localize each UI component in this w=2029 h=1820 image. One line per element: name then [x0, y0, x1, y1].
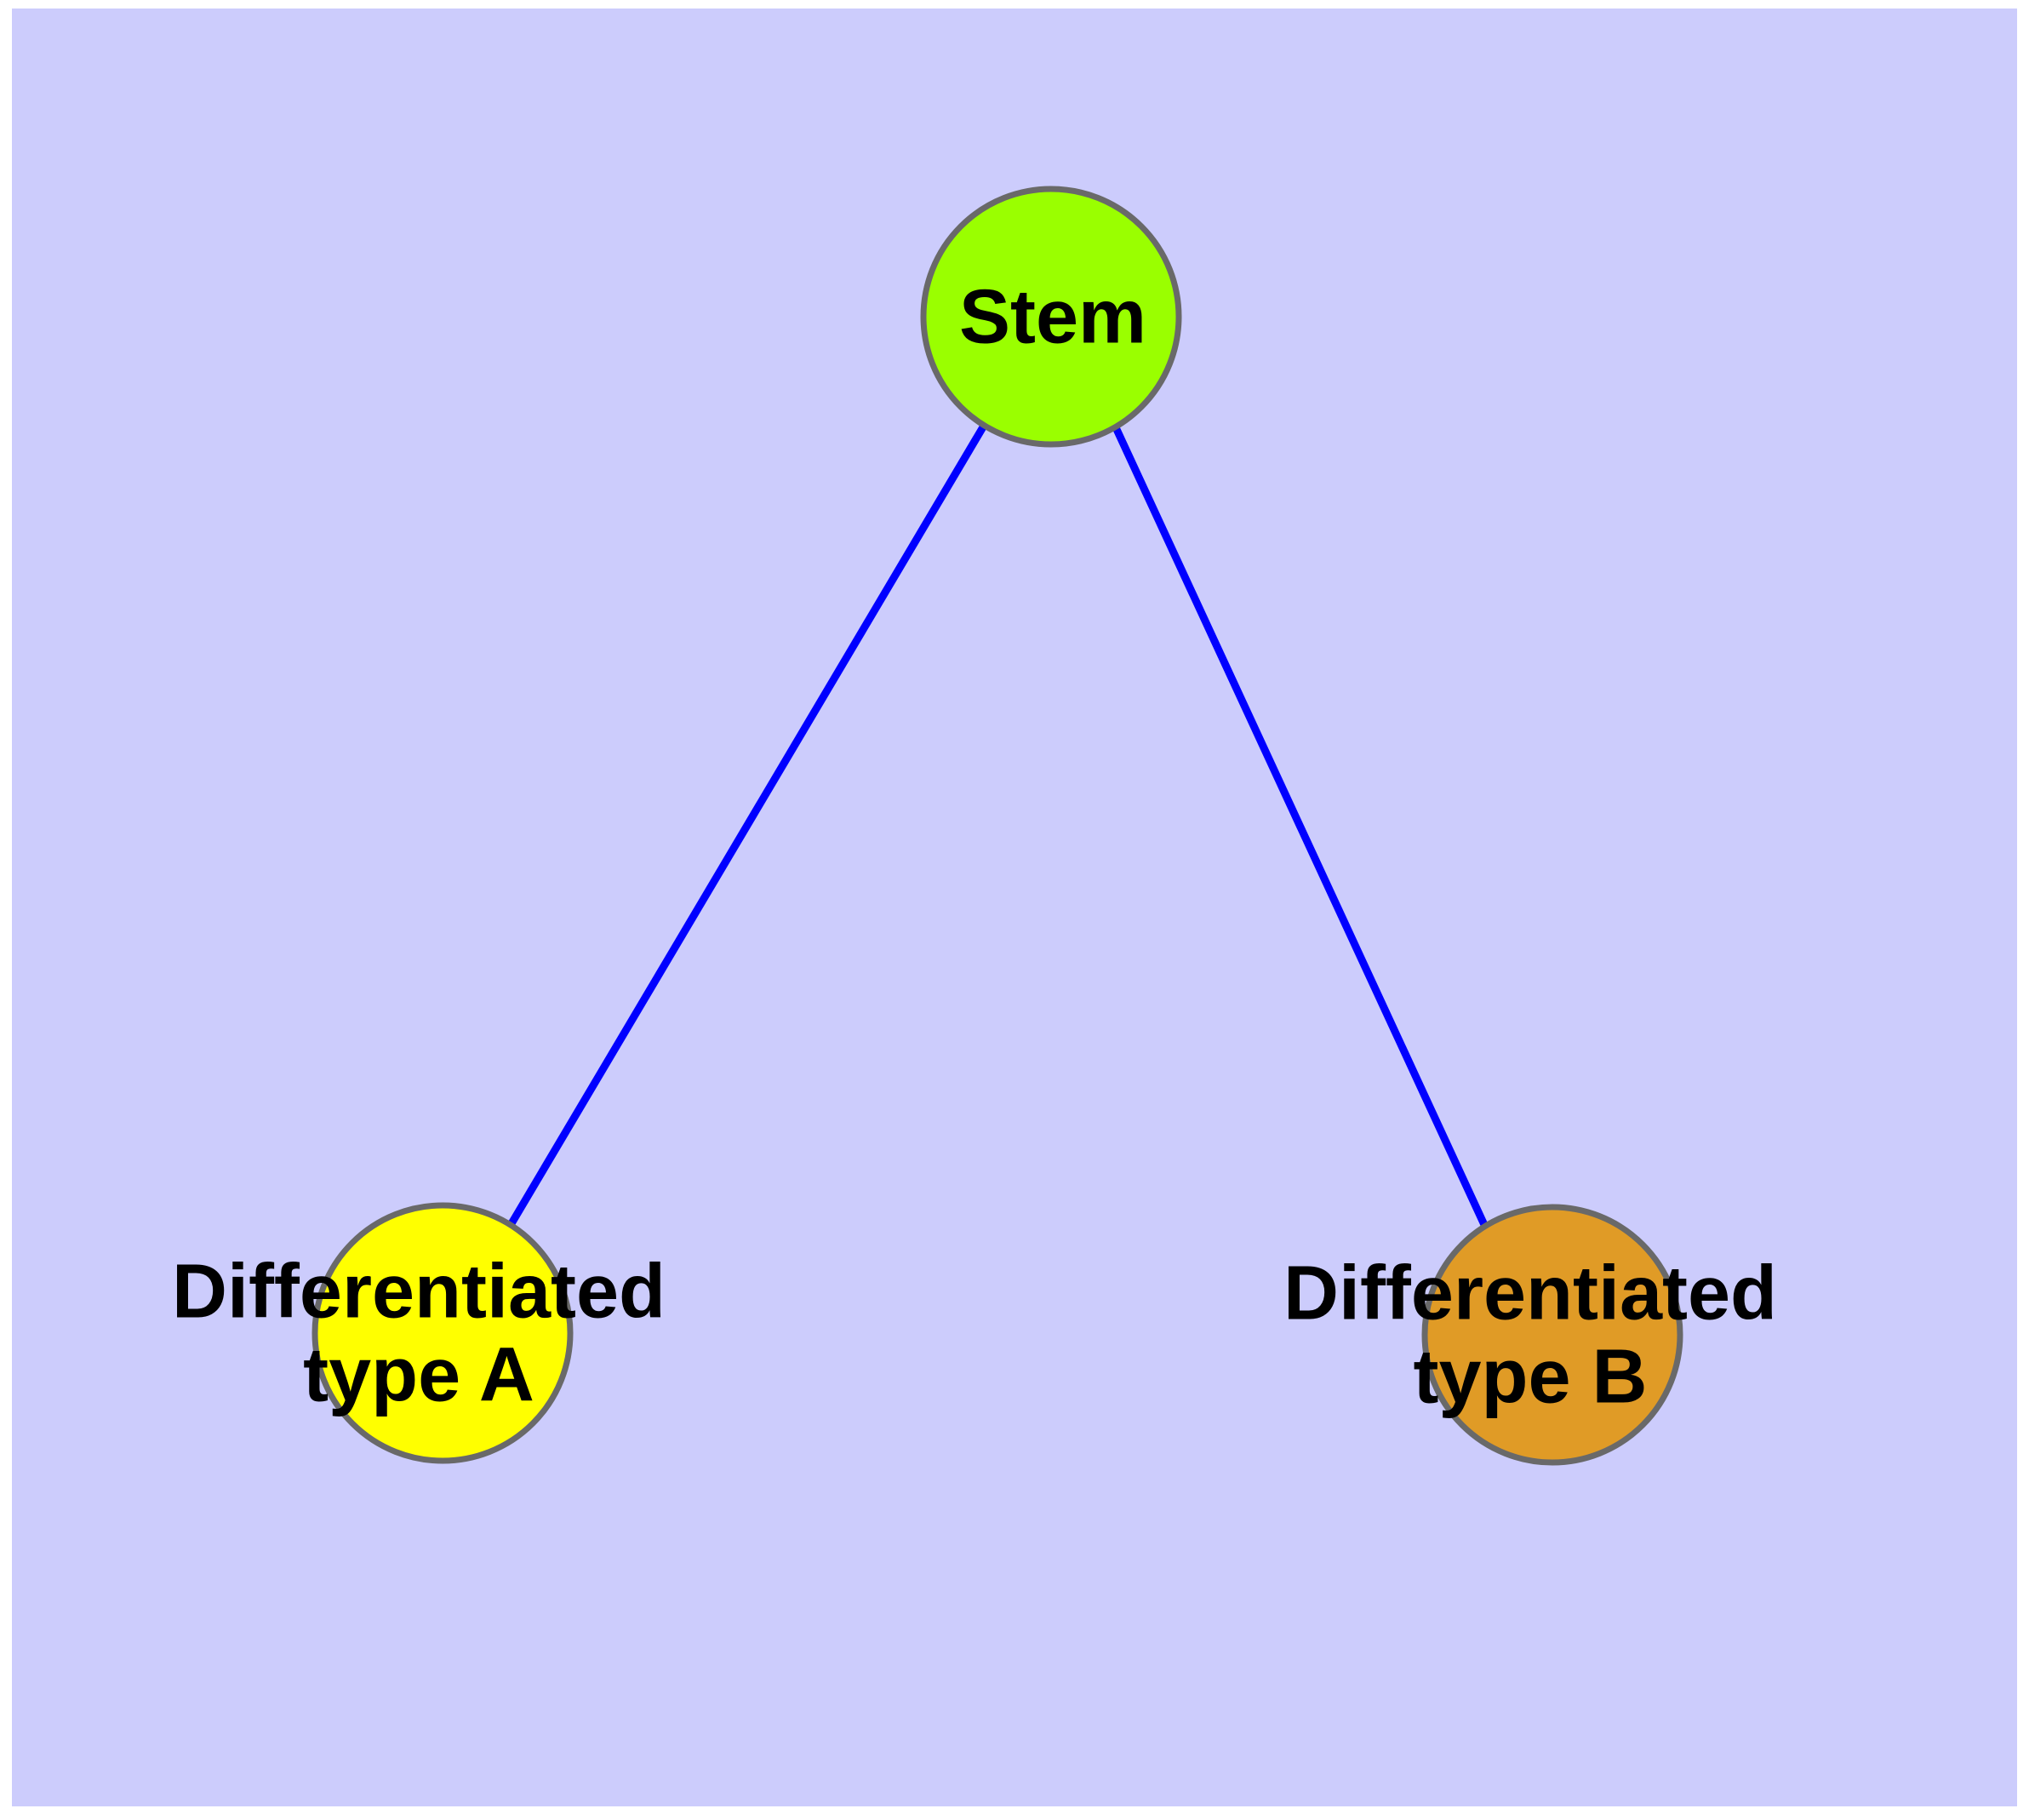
node-label-line: type B	[1413, 1335, 1647, 1420]
edges-layer	[507, 423, 1489, 1228]
node-label-line: Differentiated	[172, 1250, 666, 1335]
edge-stem-to-differentiated-type-b[interactable]	[1111, 424, 1489, 1228]
node-differentiated-type-b-circle[interactable]	[1421, 1204, 1683, 1466]
node-label-line: type A	[303, 1333, 534, 1418]
node-stem-label: Stem	[959, 275, 1146, 360]
edge-stem-to-differentiated-type-a[interactable]	[507, 423, 987, 1228]
node-differentiated-type-a-circle[interactable]	[311, 1202, 574, 1464]
node-label-line: Differentiated	[1283, 1251, 1777, 1336]
node-stem-circle[interactable]	[920, 186, 1182, 448]
node-stem[interactable]: Stem	[920, 186, 1182, 448]
node-label-line: Stem	[959, 275, 1146, 360]
